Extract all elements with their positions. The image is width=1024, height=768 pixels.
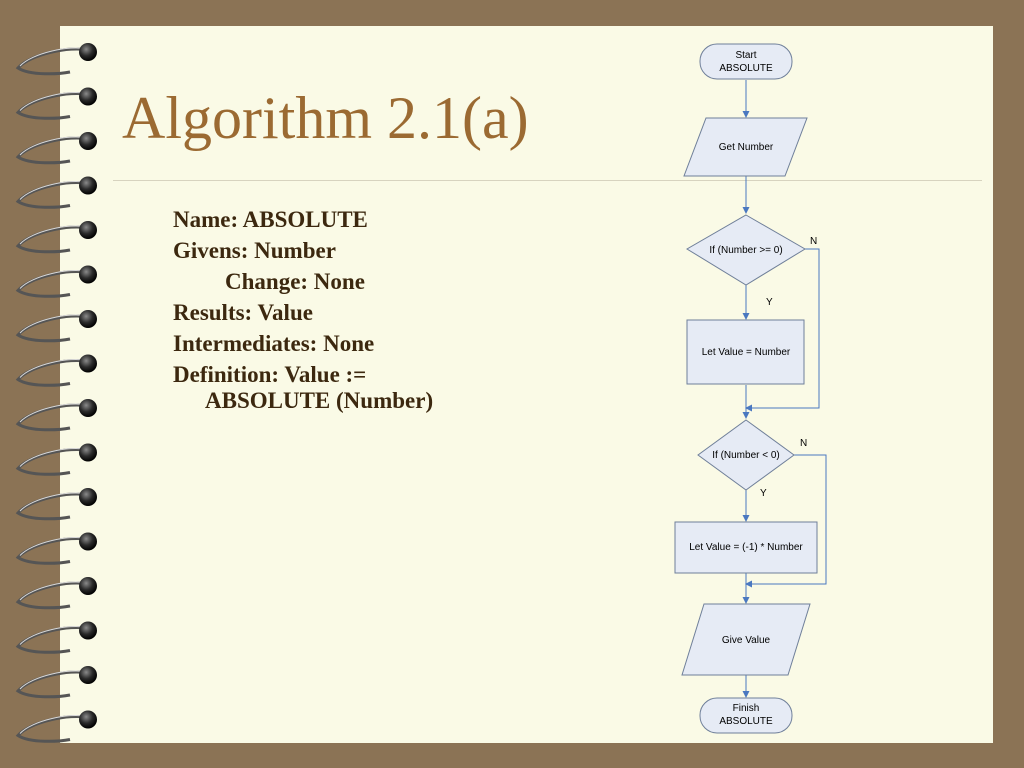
binding-ring — [15, 310, 97, 343]
decision2-no-label: N — [800, 438, 807, 449]
start-label-line2: ABSOLUTE — [719, 63, 773, 74]
binding-ring — [15, 399, 97, 432]
decision2-label: If (Number < 0) — [712, 450, 780, 461]
finish-label-line1: Finish — [733, 703, 760, 714]
binding-ring — [15, 265, 97, 298]
process1-box — [686, 319, 805, 385]
start-label-line1: Start — [735, 50, 756, 61]
binding-ring — [15, 488, 97, 521]
spec-name: Name: ABSOLUTE — [173, 207, 368, 232]
decision1-yes-label: Y — [766, 297, 773, 308]
binding-ring — [15, 621, 97, 654]
binding-ring — [15, 43, 97, 76]
binding-ring — [15, 87, 97, 120]
spec-definition: Definition: Value := ABSOLUTE (Number) — [173, 359, 433, 412]
binding-ring — [15, 132, 97, 165]
decision1-no-label: N — [810, 236, 817, 247]
binding-ring — [15, 710, 97, 743]
get-number-label: Get Number — [719, 142, 774, 153]
connector-decision1-no — [745, 248, 820, 412]
spec-definition-line1: Definition: Value := — [173, 362, 367, 387]
decision2-diamond — [697, 419, 795, 491]
spec-definition-line2: ABSOLUTE (Number) — [205, 388, 434, 413]
decision1-label: If (Number >= 0) — [709, 245, 782, 256]
give-value-label: Give Value — [722, 635, 771, 646]
binding-ring — [15, 176, 97, 209]
decision1-diamond — [686, 214, 806, 286]
spec-givens: Givens: Number — [173, 238, 336, 263]
decision2-yes-label: Y — [760, 488, 767, 499]
algorithm-spec: Name: ABSOLUTE Givens: Number Change: No… — [173, 204, 433, 412]
process2-label: Let Value = (-1) * Number — [689, 542, 803, 553]
binding-ring — [15, 532, 97, 565]
binding-ring — [15, 221, 97, 254]
title-divider — [113, 180, 982, 181]
process1-label: Let Value = Number — [702, 347, 791, 358]
binding-ring — [15, 577, 97, 610]
spec-intermediates: Intermediates: None — [173, 331, 375, 356]
finish-label-line2: ABSOLUTE — [719, 716, 773, 727]
start-terminal — [699, 43, 793, 80]
connector-decision2-no — [745, 454, 827, 588]
binding-ring — [15, 666, 97, 699]
spec-results: Results: Value — [173, 300, 313, 325]
page-title: Algorithm 2.1(a) — [122, 85, 529, 151]
finish-terminal — [699, 697, 793, 734]
slide-page — [60, 26, 993, 743]
give-value-io — [681, 603, 811, 676]
binding-ring — [15, 354, 97, 387]
spiral-binding — [15, 43, 97, 743]
binding-ring — [15, 443, 97, 476]
get-number-io — [683, 117, 808, 177]
process2-box — [674, 521, 818, 574]
spec-change: Change: None — [225, 269, 365, 294]
